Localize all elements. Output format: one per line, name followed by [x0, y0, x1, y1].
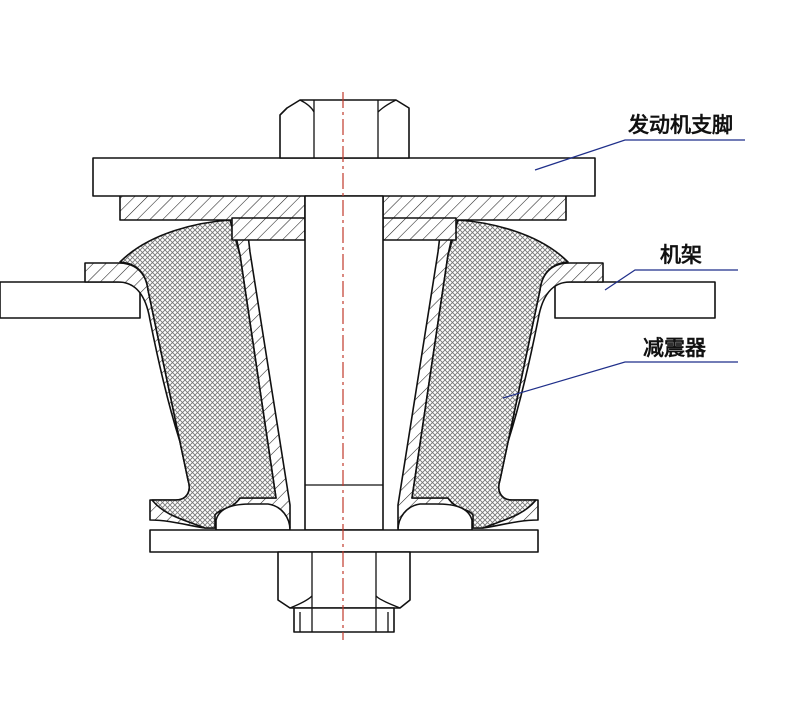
bottom-nut: [277, 551, 411, 609]
frame-plate-left: [0, 281, 141, 319]
engine-bracket-plate: [92, 157, 596, 197]
bottom-plate: [149, 529, 539, 553]
inner-sleeve-flange-left: [231, 217, 306, 241]
right-rubber-damper: [411, 219, 569, 529]
label-damper: 减震器: [643, 336, 707, 360]
label-engine-bracket: 发动机支脚: [627, 113, 733, 137]
bolt-shank: [304, 195, 384, 531]
leader-frame: [604, 269, 738, 291]
frame-plate-right: [554, 281, 716, 319]
label-frame: 机架: [660, 243, 702, 267]
inner-sleeve-flange-right: [382, 217, 457, 241]
leader-damper: [502, 361, 738, 399]
right-rubber-void: [397, 503, 473, 531]
left-rubber-damper: [119, 219, 277, 529]
left-rubber-void: [215, 503, 291, 531]
leader-engine-bracket: [534, 139, 745, 171]
bolt-thread-end: [293, 607, 395, 633]
top-washer-right: [382, 194, 567, 221]
top-washer-left: [119, 194, 306, 221]
bolt-head: [279, 99, 410, 159]
